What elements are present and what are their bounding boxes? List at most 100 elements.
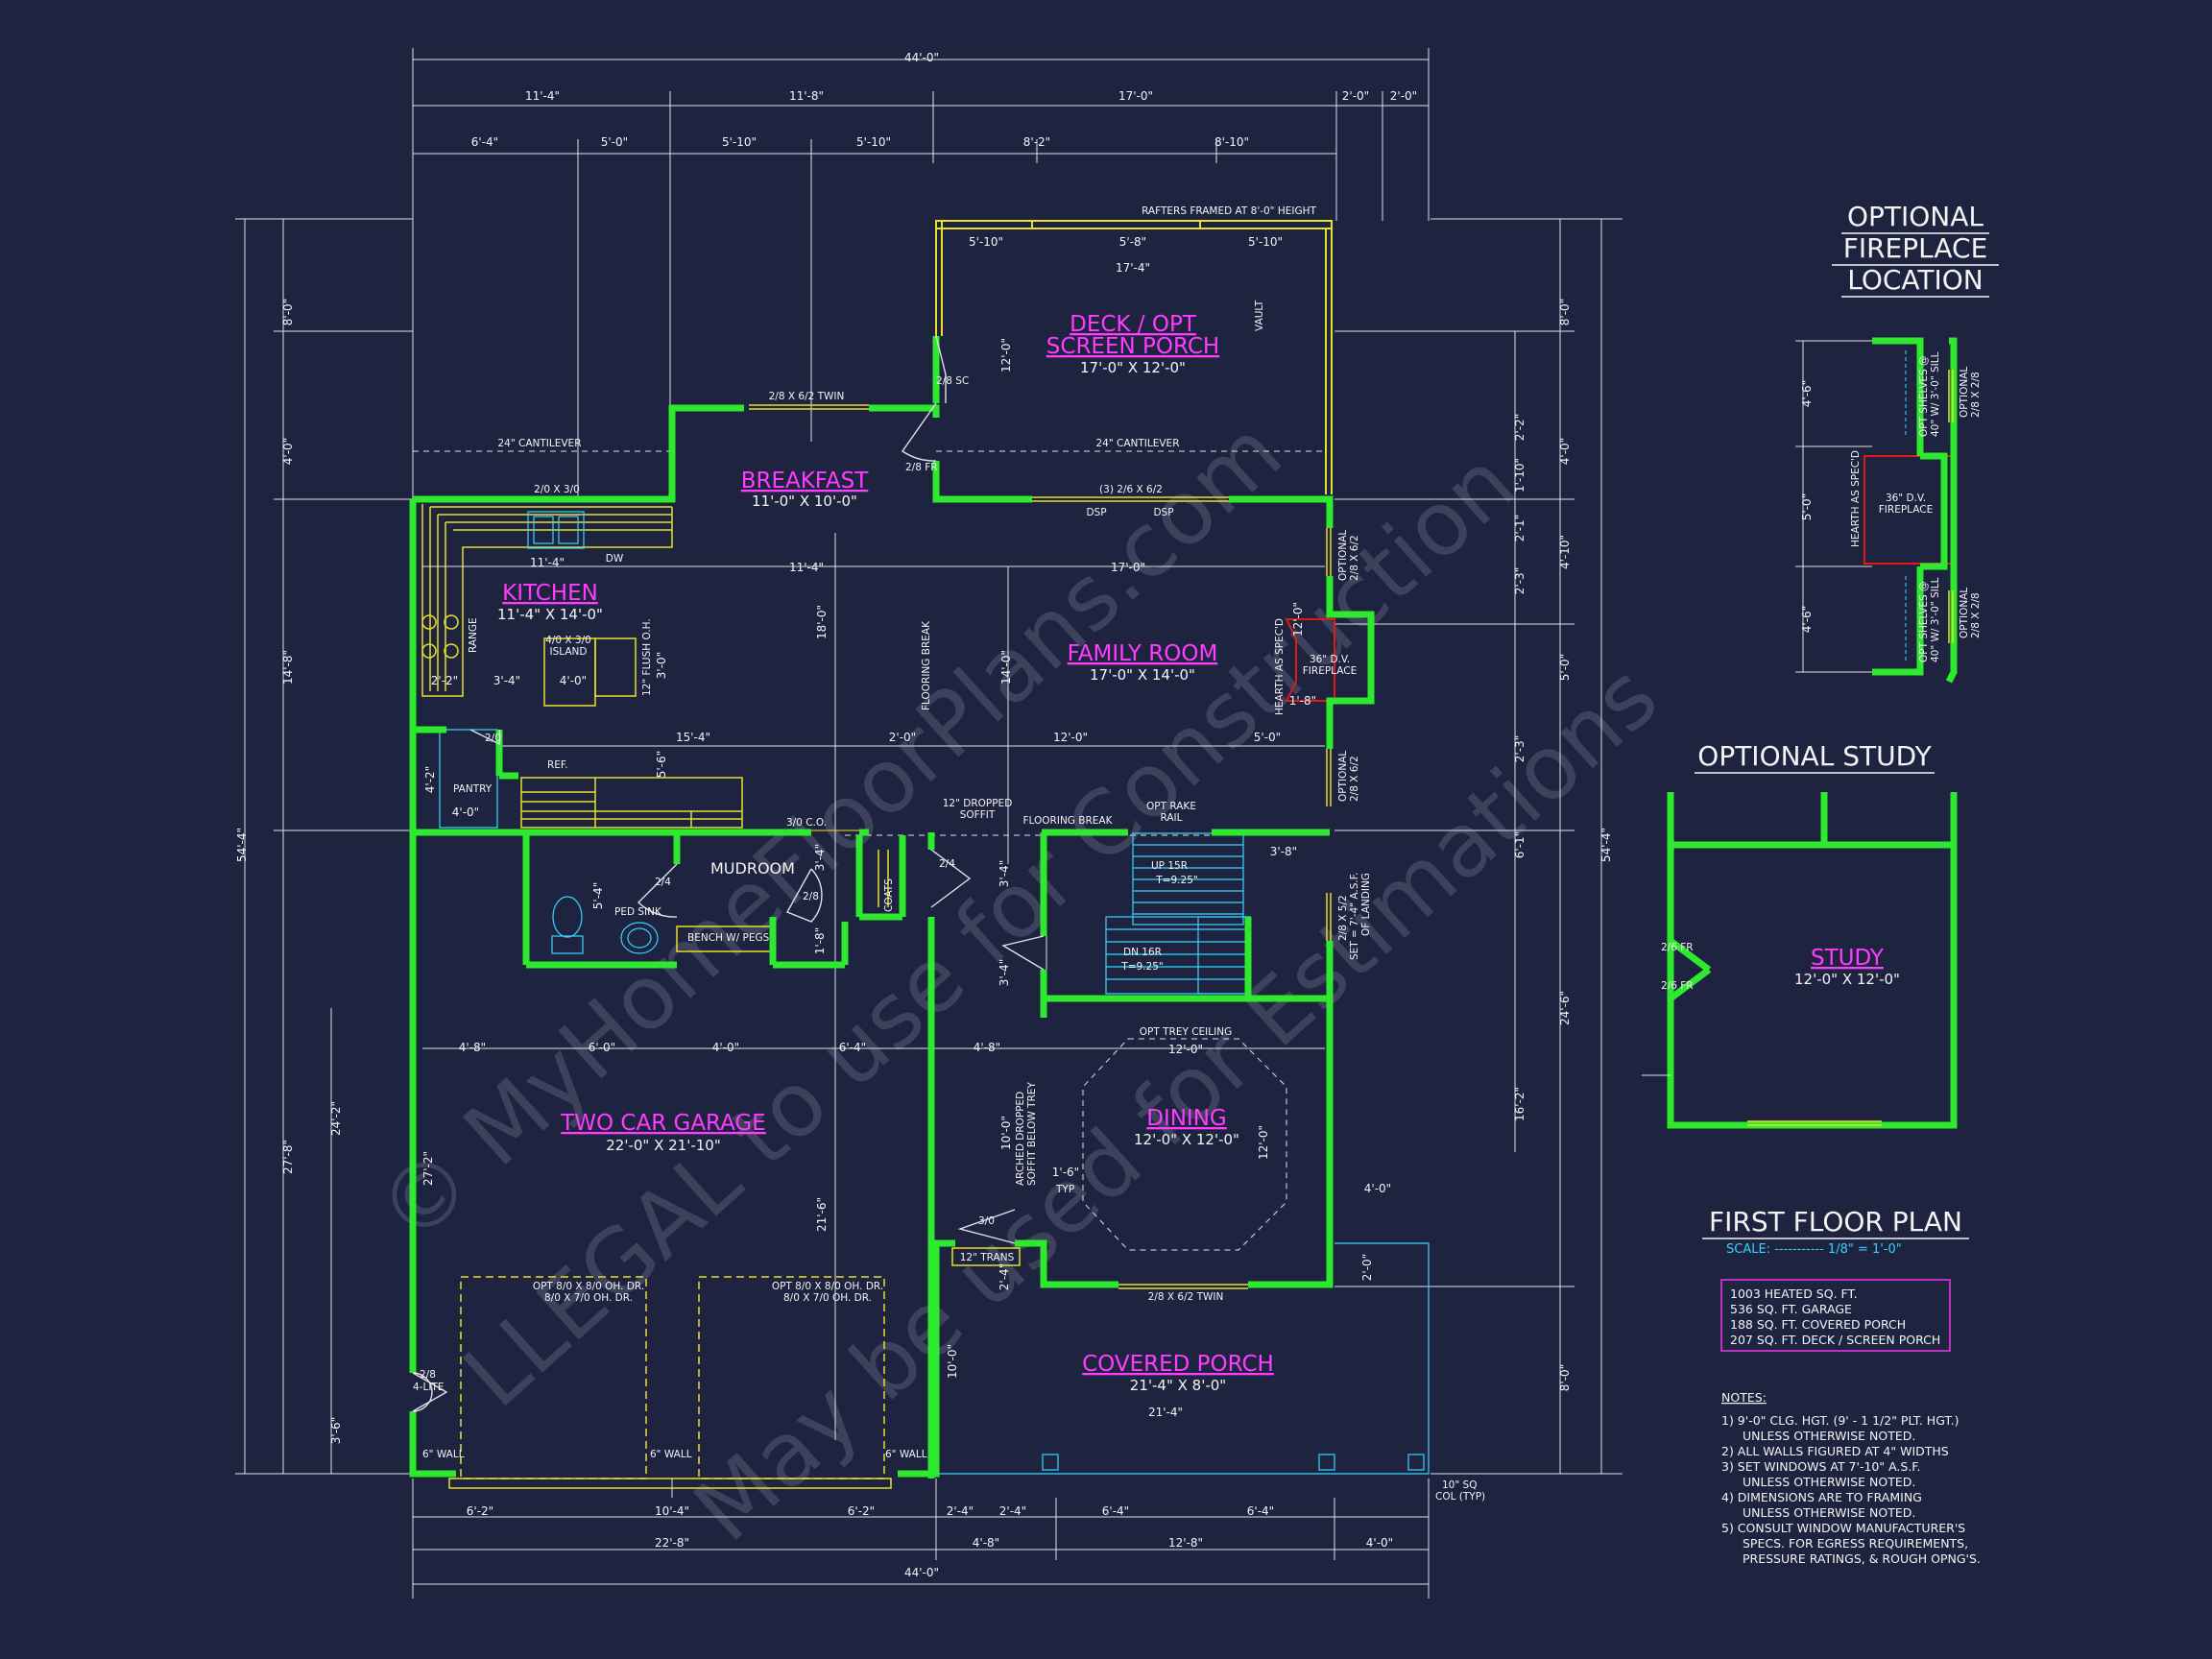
- svg-text:12'-0": 12'-0": [1053, 731, 1088, 744]
- svg-text:8'-2": 8'-2": [1023, 135, 1050, 149]
- door-swings: [412, 335, 1045, 1412]
- svg-text:PRESSURE RATINGS, & ROUGH OPNG: PRESSURE RATINGS, & ROUGH OPNG'S.: [1743, 1551, 1981, 1566]
- svg-text:12" TRANS: 12" TRANS: [960, 1252, 1015, 1263]
- scale-text: SCALE: ----------- 1/8" = 1'-0": [1726, 1242, 1902, 1257]
- svg-text:11'-4": 11'-4": [789, 561, 824, 574]
- svg-text:40" W/ 3'-0" SILL: 40" W/ 3'-0" SILL: [1930, 577, 1941, 662]
- svg-text:12'-0": 12'-0": [1168, 1043, 1203, 1056]
- svg-text:5'-4": 5'-4": [591, 882, 605, 909]
- svg-text:UNLESS OTHERWISE NOTED.: UNLESS OTHERWISE NOTED.: [1743, 1429, 1915, 1443]
- stairs: [439, 511, 1430, 1475]
- svg-text:2/0 X 3/0: 2/0 X 3/0: [534, 484, 580, 495]
- svg-text:6'-0": 6'-0": [589, 1041, 615, 1054]
- svg-text:12'-0" X 12'-0": 12'-0" X 12'-0": [1134, 1131, 1239, 1148]
- svg-text:2/8 X 6/2 TWIN: 2/8 X 6/2 TWIN: [769, 391, 845, 402]
- svg-text:11'-8": 11'-8": [789, 89, 824, 103]
- svg-text:2/8 X 6/2 TWIN: 2/8 X 6/2 TWIN: [1148, 1291, 1224, 1303]
- svg-text:11'-0" X 10'-0": 11'-0" X 10'-0": [752, 493, 857, 510]
- svg-text:3'-6": 3'-6": [329, 1417, 343, 1444]
- svg-text:FLOORING BREAK: FLOORING BREAK: [1023, 815, 1114, 827]
- svg-text:44'-0": 44'-0": [904, 1566, 939, 1579]
- svg-text:OPTIONAL: OPTIONAL: [1337, 751, 1349, 802]
- svg-text:14'-0": 14'-0": [999, 650, 1013, 685]
- svg-text:2'-0": 2'-0": [1342, 89, 1369, 103]
- svg-text:24" CANTILEVER: 24" CANTILEVER: [497, 438, 581, 449]
- svg-text:8/0 X 7/0 OH. DR.: 8/0 X 7/0 OH. DR.: [783, 1292, 872, 1304]
- svg-text:2'-2": 2'-2": [431, 674, 458, 687]
- plan-title: FIRST FLOOR PLAN: [1709, 1206, 1962, 1238]
- svg-text:1'-8": 1'-8": [1289, 694, 1316, 708]
- deck-railing: [935, 220, 1333, 494]
- dashed-lines: [413, 450, 1325, 1251]
- svg-text:11'-4" X 14'-0": 11'-4" X 14'-0": [497, 606, 603, 623]
- dimension-text: 44'-0" 11'-4" 11'-8" 17'-0" 2'-0" 2'-0" …: [235, 51, 1814, 1579]
- svg-text:3'-4": 3'-4": [998, 959, 1011, 986]
- svg-text:MUDROOM: MUDROOM: [710, 859, 795, 878]
- svg-text:VAULT: VAULT: [1254, 300, 1265, 331]
- svg-text:HEARTH AS SPEC'D: HEARTH AS SPEC'D: [1274, 618, 1286, 715]
- svg-text:536 SQ. FT. GARAGE: 536 SQ. FT. GARAGE: [1730, 1302, 1852, 1316]
- general-notes: NOTES: 1) 9'-0" CLG. HGT. (9' - 1 1/2" P…: [1721, 1390, 1981, 1566]
- svg-text:18'-0": 18'-0": [815, 605, 829, 639]
- room-name-deck: DECK / OPT: [1070, 312, 1197, 337]
- svg-text:4'-0": 4'-0": [712, 1041, 739, 1054]
- svg-text:12'-0": 12'-0": [1291, 602, 1305, 637]
- svg-text:207 SQ. FT. DECK / SCREEN PORC: 207 SQ. FT. DECK / SCREEN PORCH: [1730, 1333, 1940, 1347]
- svg-text:8'-0": 8'-0": [1558, 299, 1572, 325]
- svg-text:4'-10": 4'-10": [1558, 535, 1572, 569]
- svg-text:12'-8": 12'-8": [1168, 1536, 1203, 1550]
- svg-text:15'-4": 15'-4": [676, 731, 710, 744]
- svg-text:4'-0": 4'-0": [560, 674, 587, 687]
- svg-text:FIREPLACE: FIREPLACE: [1303, 665, 1357, 677]
- svg-text:44'-0": 44'-0": [904, 51, 939, 64]
- svg-text:10'-4": 10'-4": [655, 1504, 689, 1518]
- svg-text:DN 16R: DN 16R: [1123, 947, 1162, 958]
- svg-text:3'-4": 3'-4": [813, 844, 827, 871]
- svg-text:4-LITE: 4-LITE: [413, 1382, 444, 1393]
- svg-text:10'-0": 10'-0": [946, 1344, 959, 1379]
- svg-text:2'-1": 2'-1": [1513, 515, 1527, 541]
- svg-text:REF.: REF.: [547, 759, 568, 771]
- svg-text:11'-4": 11'-4": [530, 556, 565, 569]
- svg-text:RAFTERS FRAMED AT 8'-0" HEIGHT: RAFTERS FRAMED AT 8'-0" HEIGHT: [1142, 205, 1316, 217]
- svg-text:2) ALL WALLS FIGURED AT 4" WI: 2) ALL WALLS FIGURED AT 4" WIDTHS: [1721, 1444, 1949, 1458]
- svg-text:27'-2": 27'-2": [421, 1151, 435, 1186]
- svg-text:27'-8": 27'-8": [281, 1140, 295, 1174]
- svg-text:4/0 X 3/0: 4/0 X 3/0: [545, 635, 591, 646]
- svg-text:4'-6": 4'-6": [1800, 606, 1814, 633]
- svg-text:SOFFIT: SOFFIT: [960, 809, 996, 821]
- room-name-breakfast: BREAKFAST: [741, 469, 870, 493]
- svg-text:8'-10": 8'-10": [1214, 135, 1249, 149]
- svg-text:PANTRY: PANTRY: [453, 783, 493, 795]
- svg-text:12'-0": 12'-0": [1257, 1125, 1270, 1160]
- svg-text:4'-8": 4'-8": [459, 1041, 486, 1054]
- svg-text:5'-0": 5'-0": [1254, 731, 1281, 744]
- fixtures: [421, 404, 1332, 1489]
- svg-text:24'-6": 24'-6": [1558, 991, 1572, 1025]
- svg-text:3) SET WINDOWS AT 7'-10" A.S.: 3) SET WINDOWS AT 7'-10" A.S.F.: [1721, 1459, 1920, 1474]
- svg-text:17'-0" X 14'-0": 17'-0" X 14'-0": [1090, 666, 1195, 684]
- room-labels: DECK / OPT SCREEN PORCH 17'-0" X 12'-0" …: [497, 312, 1900, 1394]
- svg-text:2'-4": 2'-4": [999, 1504, 1026, 1518]
- svg-text:2/8 X 6/2: 2/8 X 6/2: [1349, 535, 1360, 581]
- room-name-study: STUDY: [1811, 946, 1885, 971]
- optional-fireplace-title-2: FIREPLACE: [1843, 232, 1988, 264]
- svg-text:RAIL: RAIL: [1161, 812, 1183, 824]
- svg-text:24'-2": 24'-2": [329, 1101, 343, 1136]
- svg-text:12" DROPPED: 12" DROPPED: [943, 798, 1013, 809]
- svg-text:2'-0": 2'-0": [889, 731, 916, 744]
- optional-fireplace-title-3: LOCATION: [1847, 264, 1984, 296]
- heading-underlines: [1695, 232, 1999, 1239]
- svg-text:5'-10": 5'-10": [1248, 235, 1283, 249]
- svg-text:2/8 X 6/2: 2/8 X 6/2: [1349, 756, 1360, 802]
- walls: [409, 336, 1375, 1479]
- svg-text:UP 15R: UP 15R: [1151, 860, 1188, 872]
- svg-text:2'-4": 2'-4": [998, 1263, 1011, 1290]
- svg-text:2/4: 2/4: [655, 877, 671, 888]
- room-name-covered-porch: COVERED PORCH: [1082, 1352, 1274, 1377]
- svg-text:5'-0": 5'-0": [1800, 493, 1814, 520]
- svg-text:4) DIMENSIONS ARE TO FRAMING: 4) DIMENSIONS ARE TO FRAMING: [1721, 1490, 1922, 1504]
- svg-text:54'-4": 54'-4": [235, 828, 249, 862]
- svg-text:3'-4": 3'-4": [998, 860, 1011, 887]
